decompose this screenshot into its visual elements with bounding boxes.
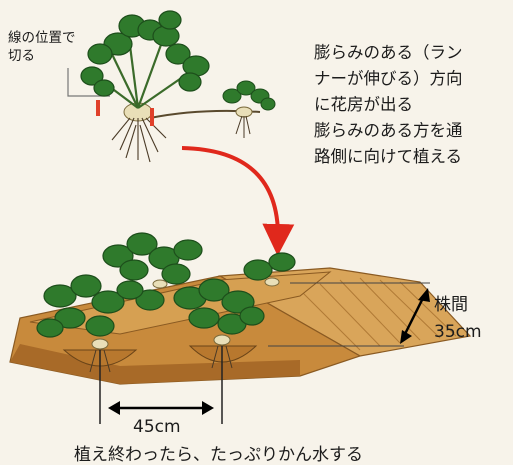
- cut-instruction-label: 線の位置で 切る: [8, 29, 76, 65]
- cut-label-line: 切る: [8, 48, 35, 64]
- planting-direction-note: 膨らみのある（ラン ナーが伸びる）方向 に花房が出る 膨らみのある方を通 路側に…: [314, 40, 463, 170]
- row-spacing-value: 45cm: [133, 417, 181, 437]
- plant-spacing-arrow-shaft: [402, 295, 426, 337]
- plant-spacing-label: 株間 35cm: [434, 292, 482, 346]
- plant-spacing-title: 株間: [434, 295, 468, 315]
- seedling-illustration: [67, 10, 276, 163]
- note-line: 路側に向けて植える: [314, 147, 463, 166]
- plant-spacing-arrow-tail: [400, 330, 412, 344]
- watering-instruction: 植え終わったら、たっぷりかん水する: [74, 445, 363, 465]
- cut-label-line: 線の位置で: [8, 30, 76, 46]
- note-line: に花房が出る: [314, 95, 413, 114]
- cut-mark-left: [96, 100, 100, 116]
- cut-line-bracket: [67, 68, 110, 97]
- cut-mark-right: [150, 108, 154, 126]
- transplant-arrow: [181, 146, 295, 256]
- row-spacing-dimension: [99, 346, 223, 424]
- note-line: 膨らみのある方を通: [314, 121, 463, 140]
- planting-hole: [188, 345, 258, 363]
- plant-spacing-value: 35cm: [434, 322, 482, 342]
- planting-bed: [9, 232, 472, 385]
- daughter-plant: [222, 80, 276, 138]
- note-line: 膨らみのある（ラン: [314, 43, 463, 62]
- plant-spacing-arrow-head: [418, 288, 430, 302]
- note-line: ナーが伸びる）方向: [314, 69, 463, 88]
- plant-spacing-dimension: [268, 282, 430, 347]
